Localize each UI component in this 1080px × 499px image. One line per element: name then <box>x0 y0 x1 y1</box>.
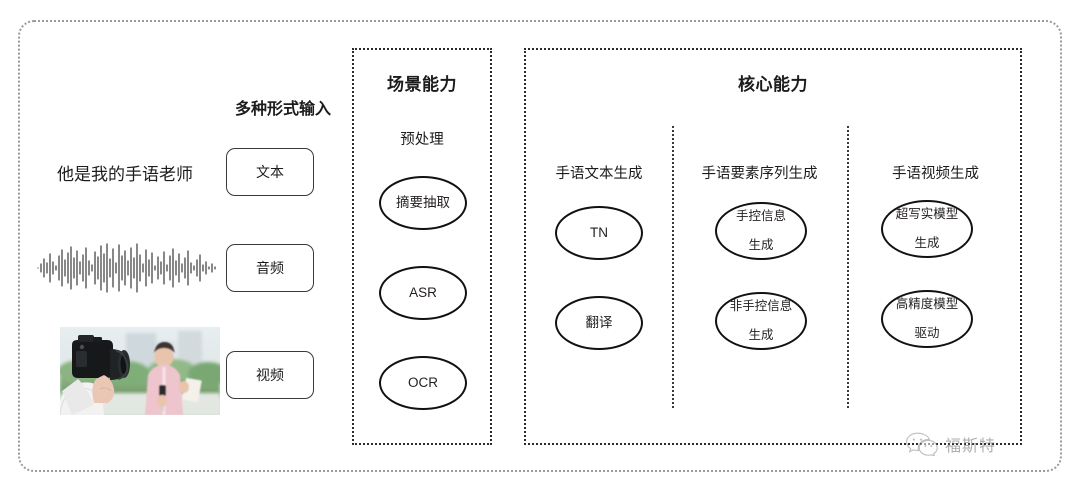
node-asr[interactable]: ASR <box>379 266 467 320</box>
node-photoreal-model-generation[interactable]: 超写实模型 生成 <box>881 200 973 258</box>
node-label-line2: 驱动 <box>914 326 940 341</box>
scene-capability-title: 场景能力 <box>387 75 457 94</box>
input-section-heading: 多种形式输入 <box>235 101 332 118</box>
core-capability-title: 核心能力 <box>738 75 808 94</box>
scene-capability-panel: 场景能力 预处理 摘要抽取 ASR OCR <box>352 48 492 445</box>
node-label: ASR <box>409 285 437 301</box>
node-translation[interactable]: 翻译 <box>555 296 643 350</box>
node-high-precision-model-driving[interactable]: 高精度模型 驱动 <box>881 290 973 348</box>
wechat-icon <box>905 432 939 456</box>
watermark-text: 福斯特 <box>945 436 997 455</box>
node-tn[interactable]: TN <box>555 206 643 260</box>
multimodal-input-area: 多种形式输入 他是我的手语老师 文本 <box>30 95 340 425</box>
node-label: 摘要抽取 <box>396 195 450 211</box>
core-column-label-element-sequence: 手语要素序列生成 <box>701 166 818 182</box>
node-label-line2: 生成 <box>748 328 774 343</box>
scene-column-label-preprocess: 预处理 <box>400 132 444 148</box>
core-capability-panel: 核心能力 手语文本生成 TN 翻译 手语要素序列生成 手控信息 生成 非手控信息… <box>524 48 1022 445</box>
node-label: 翻译 <box>585 315 613 331</box>
node-label-multiline: 超写实模型 生成 <box>888 207 967 250</box>
node-label-line1: 超写实模型 <box>895 207 959 222</box>
input-chip-text[interactable]: 文本 <box>226 148 314 196</box>
node-label-line2: 生成 <box>914 236 940 251</box>
node-label-multiline: 手控信息 生成 <box>728 209 794 252</box>
video-thumbnail-image <box>60 327 220 415</box>
node-label-multiline: 高精度模型 驱动 <box>888 297 967 340</box>
input-chip-video[interactable]: 视频 <box>226 351 314 399</box>
core-column-label-video-generation: 手语视频生成 <box>892 166 979 182</box>
core-column-label-text-generation: 手语文本生成 <box>555 166 643 182</box>
node-ocr[interactable]: OCR <box>379 356 467 410</box>
node-manual-info-generation[interactable]: 手控信息 生成 <box>715 202 807 260</box>
watermark: 福斯特 <box>905 432 996 456</box>
node-label-line1: 手控信息 <box>735 209 786 224</box>
input-chip-audio[interactable]: 音频 <box>226 244 314 292</box>
core-column-divider-2 <box>847 126 849 408</box>
node-label-line1: 高精度模型 <box>895 297 959 312</box>
input-row-video: 视频 <box>30 327 340 423</box>
core-column-divider-1 <box>672 126 674 408</box>
node-label-line2: 生成 <box>748 238 774 253</box>
node-label-line1: 非手控信息 <box>729 299 793 314</box>
outer-dotted-frame <box>18 20 1062 472</box>
audio-waveform-icon <box>36 242 218 294</box>
input-row-text: 他是我的手语老师 文本 <box>30 140 340 204</box>
node-label-multiline: 非手控信息 生成 <box>722 299 801 342</box>
node-non-manual-info-generation[interactable]: 非手控信息 生成 <box>715 292 807 350</box>
input-row-audio: 音频 <box>30 236 340 300</box>
node-label: TN <box>590 225 608 241</box>
node-summary-extraction[interactable]: 摘要抽取 <box>379 176 467 230</box>
sample-sentence-text: 他是我的手语老师 <box>57 164 193 184</box>
node-label: OCR <box>408 375 438 391</box>
